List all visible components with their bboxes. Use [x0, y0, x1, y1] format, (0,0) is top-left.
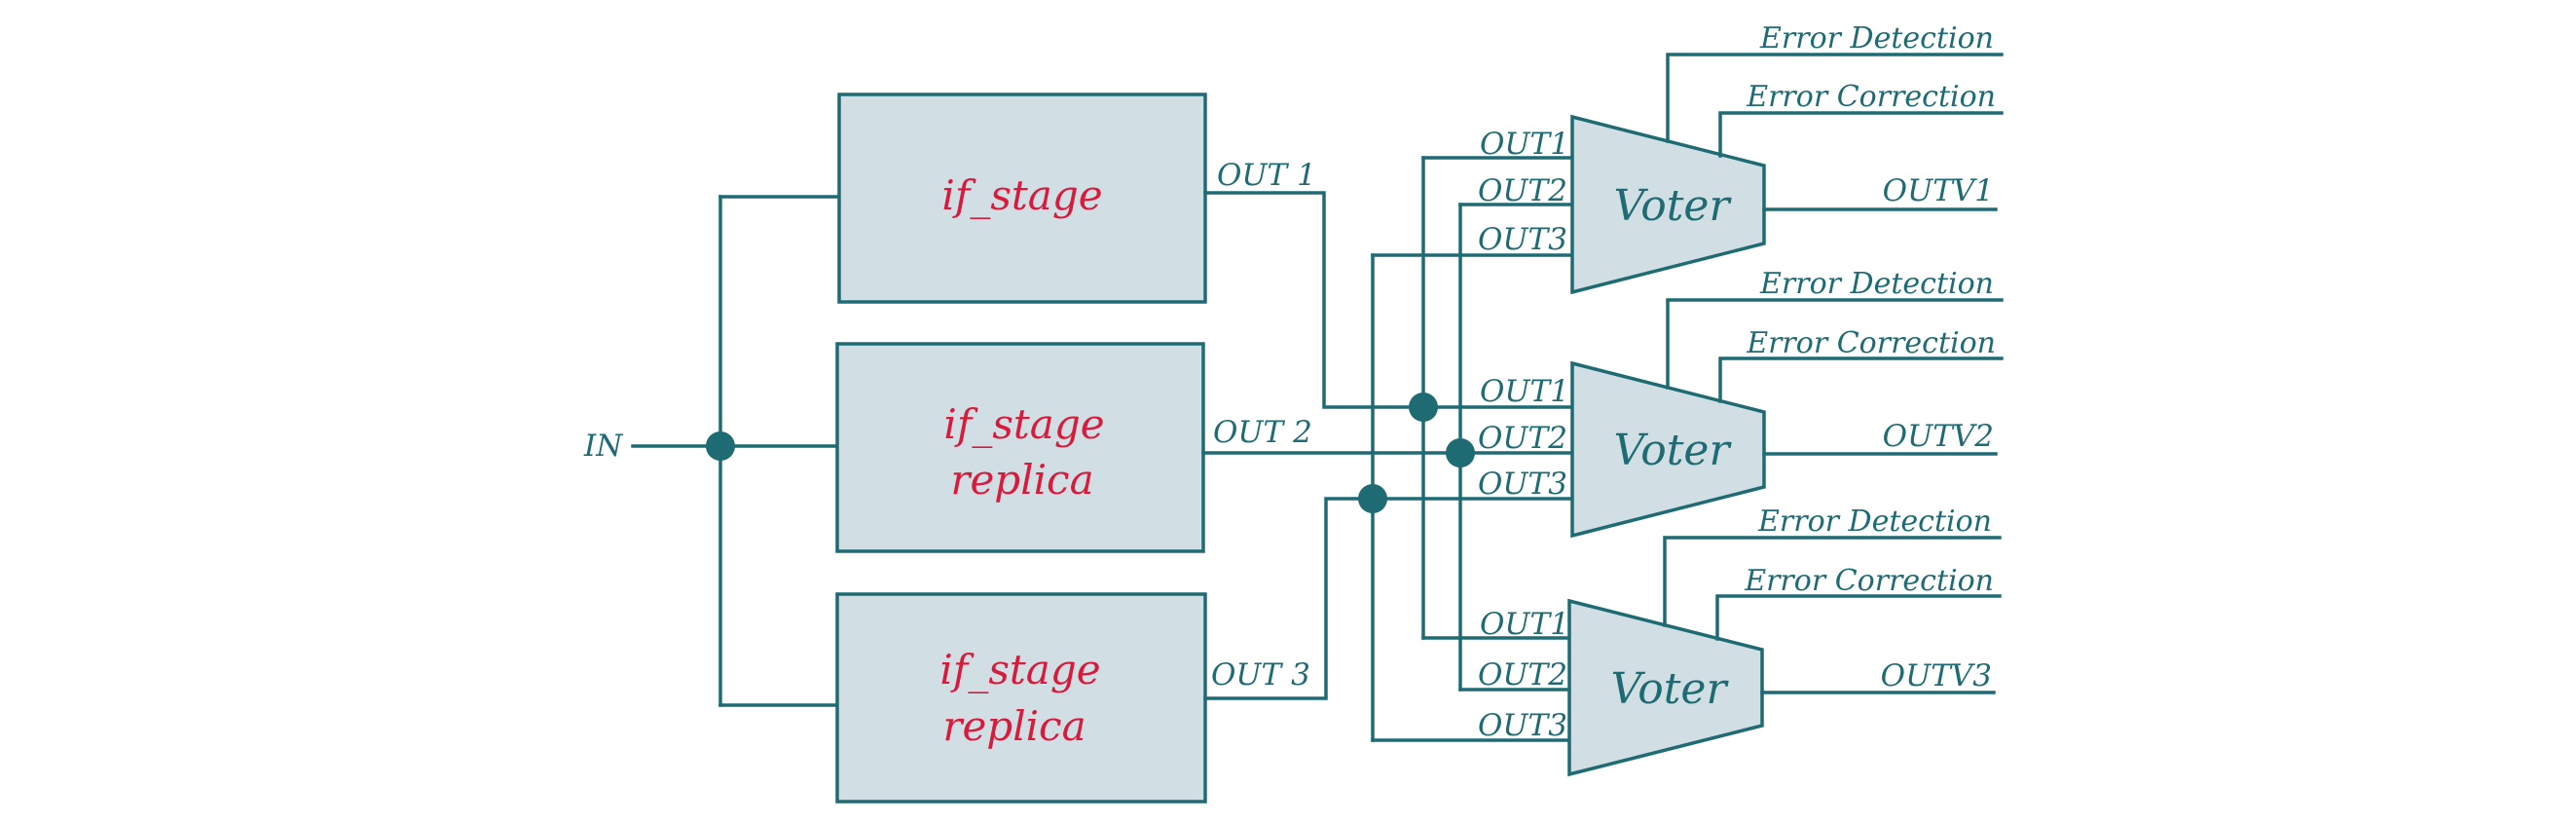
voter-3-output: OUTV3 — [1881, 658, 1992, 693]
voter-2-output: OUTV2 — [1883, 419, 1994, 454]
voter-1-error-detection: Error Detection — [1759, 21, 1994, 56]
voter-1-output: OUTV1 — [1883, 173, 1994, 208]
voter-1-input-3: OUT3 — [1478, 222, 1567, 257]
voter-2-error-correction: Error Correction — [1746, 326, 1996, 360]
stage-3-output-label: OUT 3 — [1211, 657, 1310, 692]
voter-1: Voter Error Detection Error Correction O… — [1478, 21, 2004, 295]
voter-1-input-1: OUT1 — [1480, 127, 1569, 162]
voter-2-input-2: OUT2 — [1478, 421, 1567, 456]
input-fanout — [631, 195, 841, 707]
input-junction — [706, 431, 735, 461]
out3-junction — [1358, 484, 1387, 513]
out3-bus — [1203, 253, 1574, 742]
stage-2-output-label: OUT 2 — [1213, 415, 1312, 450]
stage-2-label-line2: replica — [950, 456, 1093, 504]
stage-2-label-line1: if_stage — [943, 400, 1104, 448]
voter-3: Voter Error Detection Error Correction O… — [1478, 505, 2002, 777]
stage-3-label-line2: replica — [942, 702, 1086, 750]
stage-3-label-line1: if_stage — [939, 646, 1100, 693]
stage-1-output-label: OUT 1 — [1217, 158, 1316, 193]
voter-3-label: Voter — [1611, 664, 1730, 714]
voter-3-input-3: OUT3 — [1478, 708, 1567, 743]
out2-junction — [1446, 438, 1475, 468]
input-label: IN — [583, 429, 624, 464]
voter-3-error-detection: Error Detection — [1757, 505, 1992, 539]
voter-2: Voter Error Detection Error Correction O… — [1478, 267, 2004, 539]
stage-1-label: if_stage — [941, 171, 1102, 219]
voter-1-error-correction: Error Correction — [1746, 80, 1996, 114]
voter-2-input-1: OUT1 — [1480, 374, 1569, 409]
stage-1: if_stage — [837, 93, 1207, 304]
voter-2-label: Voter — [1614, 426, 1733, 475]
voter-2-input-3: OUT3 — [1478, 467, 1567, 502]
voter-1-input-2: OUT2 — [1478, 173, 1567, 208]
out1-junction — [1409, 393, 1438, 422]
voter-3-input-1: OUT1 — [1480, 607, 1569, 642]
out2-bus — [1201, 203, 1574, 692]
voter-1-label: Voter — [1614, 181, 1733, 231]
voter-2-error-detection: Error Detection — [1759, 267, 1994, 301]
stage-2: if_stage replica — [835, 342, 1205, 553]
voter-3-error-correction: Error Correction — [1744, 564, 1994, 598]
stage-3: if_stage replica — [835, 592, 1207, 804]
voter-3-input-2: OUT2 — [1478, 657, 1567, 692]
